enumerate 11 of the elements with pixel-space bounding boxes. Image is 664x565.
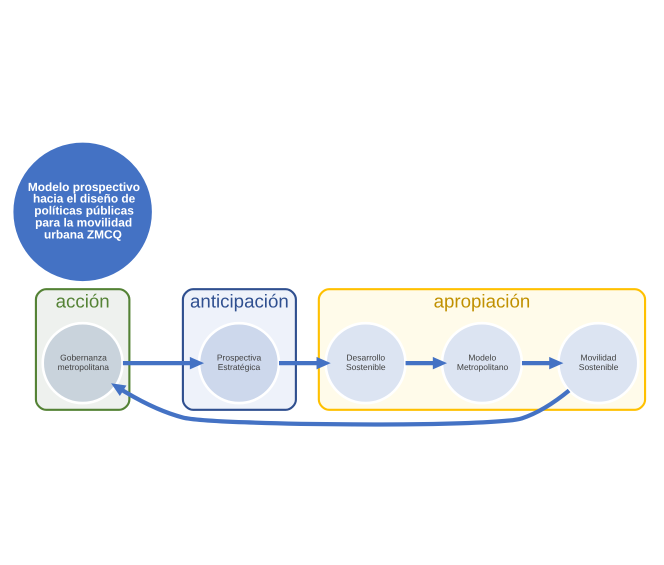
node-circle: Prospectiva Estratégica bbox=[198, 321, 280, 404]
arrow bbox=[279, 356, 331, 369]
arrow bbox=[406, 356, 448, 369]
arrow bbox=[111, 382, 570, 426]
node-circle: Modelo Metropolitano bbox=[440, 321, 524, 404]
arrow bbox=[522, 356, 564, 369]
node-circle: Desarrollo Sostenible bbox=[324, 321, 407, 404]
node-circle: Gobernanza metropolitana bbox=[41, 321, 124, 404]
node-circle: Modelo prospectivo hacia el diseño de políticas públicas para la movilidad urbana ZMCQ bbox=[10, 140, 154, 284]
node-circle: Movilidad Sostenible bbox=[557, 321, 640, 404]
arrow bbox=[122, 356, 204, 369]
